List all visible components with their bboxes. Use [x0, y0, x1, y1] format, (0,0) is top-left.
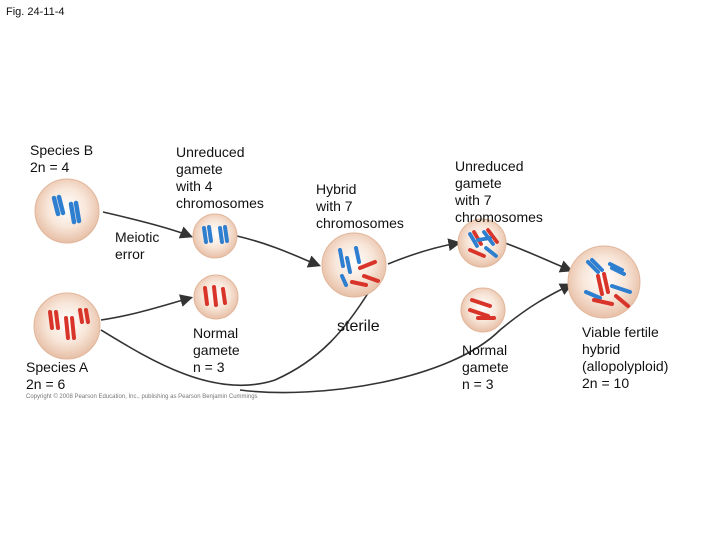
hybrid-7-label: Hybrid with 7 chromosomes — [316, 181, 404, 231]
normal-gamete-2-cell — [460, 287, 506, 333]
species-b-cell — [34, 178, 100, 244]
sterile-label: sterile — [337, 318, 380, 335]
figure-label: Fig. 24-11-4 — [6, 6, 65, 18]
viable-hybrid-cell — [567, 245, 641, 319]
unreduced-gamete-4-label: Unreduced gamete with 4 chromosomes — [176, 144, 264, 211]
copyright-notice: Copyright © 2008 Pearson Education, Inc.… — [26, 394, 258, 400]
unreduced-gamete-4-cell — [192, 213, 238, 259]
unreduced-gamete-7-cell — [457, 218, 507, 268]
hybrid-7-cell — [321, 232, 387, 298]
meiotic-error-label: Meiotic error — [115, 229, 160, 262]
normal-gamete-1-label: Normal gamete n = 3 — [193, 325, 240, 375]
normal-gamete-1-cell — [193, 274, 239, 320]
species-a-cell — [33, 292, 101, 360]
connecting-lines — [100, 211, 573, 394]
normal-gamete-2-label: Normal gamete n = 3 — [462, 342, 509, 392]
viable-hybrid-label: Viable fertile hybrid (allopolyploid) 2n… — [582, 324, 669, 391]
unreduced-gamete-7-label: Unreduced gamete with 7 chromosomes — [455, 158, 543, 225]
